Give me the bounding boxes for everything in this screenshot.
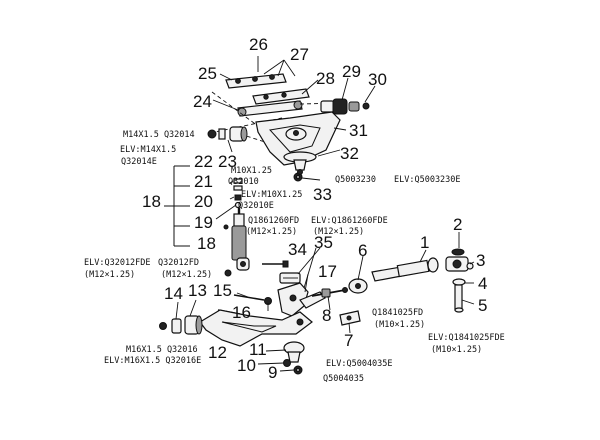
tie-rod-link-part [311,287,348,298]
callout-16: 16 [232,303,251,322]
mounting-block-part [339,310,361,326]
callout-32: 32 [340,144,359,163]
spec-elv-m14: ELV:M14X1.5 [120,145,176,155]
spec-q1841025fd: Q1841025FD [372,308,423,318]
callout-19: 19 [194,213,213,232]
spec-m12-d: (M12×1.25) [161,270,212,280]
callout-2: 2 [453,215,462,234]
spec-m16-q32016: M16X1.5 Q32016 [126,345,198,355]
callout-18: 18 [197,234,216,253]
upper-bracket-part [225,73,287,89]
steering-knuckle-part [277,282,326,317]
callout-7: 7 [344,331,353,350]
spec-m12-b: (M12×1.25) [313,227,364,237]
leader-lines [175,56,475,372]
callout-23: 23 [218,152,237,171]
spec-q32010e: Q32010E [238,201,274,211]
lower-control-arm-part [199,309,313,347]
callout-5: 5 [478,296,487,315]
spec-elv-m10: ELV:M10X1.25 [241,190,302,200]
callout-15: 15 [213,281,232,300]
washer-part [223,224,229,230]
upper-arm-bolt-part [207,126,248,142]
shim-plate-part [252,88,310,105]
spec-elv-q5004035e: ELV:Q5004035E [326,359,393,369]
spec-q32012fd: Q32012FD [158,258,199,268]
callout-26: 26 [249,35,268,54]
stabilizer-rod-part [371,257,439,282]
spec-elv-q32012fde: ELV:Q32012FDE [84,258,151,268]
callout-14: 14 [164,284,183,303]
spec-m12-c: (M12×1.25) [84,270,135,280]
callout-25: 25 [198,64,217,83]
callout-22: 22 [194,152,213,171]
bump-stop-part [279,272,301,284]
callout-11: 11 [249,340,267,359]
callout-21: 21 [194,172,213,191]
rod-bracket-part [445,248,474,272]
spec-m12-a: (M12×1.25) [246,227,297,237]
nut-part [297,169,303,175]
callout-1: 1 [420,233,429,252]
tie-rod-end-part [348,278,368,294]
callout-3: 3 [476,251,485,270]
callout-27: 27 [290,45,309,64]
spec-nut-m10: M10X1.25 [231,166,272,176]
upper-ball-joint-part [283,151,317,178]
callout-17: 17 [318,262,337,281]
callout-34: 34 [288,240,307,259]
callout-20: 20 [194,192,213,211]
spec-elv-q1861260fde: ELV:Q1861260FDE [311,216,388,226]
spec-bolt-m14: M14X1.5 Q32014 [123,130,195,140]
lower-ball-joint-part [283,341,305,363]
spec-q5004035: Q5004035 [323,374,364,384]
spec-m10-b: (M10×1.25) [431,345,482,355]
spec-q32010: Q32010 [228,177,259,187]
upper-bushing-part [320,98,370,115]
callout-31: 31 [349,121,368,140]
callout-6: 6 [358,241,367,260]
lower-bushing-part [159,315,203,335]
callout-9: 9 [268,363,277,382]
callout-35: 35 [314,233,333,252]
callout-29: 29 [342,62,361,81]
spec-m10-a: (M10×1.25) [374,320,425,330]
spec-q5003230: Q5003230 [335,175,376,185]
callout-33: 33 [313,185,332,204]
pivot-pin-part [452,278,466,313]
spec-q32014e: Q32014E [121,157,157,167]
group-bracket-18 [164,165,190,247]
spec-elv-m16: ELV:M16X1.5 Q32016E [104,356,201,366]
callout-4: 4 [478,274,487,293]
callout-24: 24 [193,92,212,111]
shock-lower-bolt-part [224,260,289,277]
spec-elv-q1841025fde: ELV:Q1841025FDE [428,333,505,343]
callout-10: 10 [237,356,256,375]
shock-absorber-part [231,208,250,271]
callout-30: 30 [368,70,387,89]
upper-arm-shaft-part [237,100,303,117]
centerline [209,117,283,134]
callout-18-group: 18 [142,192,161,211]
callout-13: 13 [188,281,207,300]
callout-28: 28 [316,69,335,88]
spec-q1861260fd: Q1861260FD [248,216,299,226]
spec-elv-q5003230e: ELV:Q5003230E [394,175,461,185]
callout-12: 12 [208,343,227,362]
callout-8: 8 [322,306,331,325]
